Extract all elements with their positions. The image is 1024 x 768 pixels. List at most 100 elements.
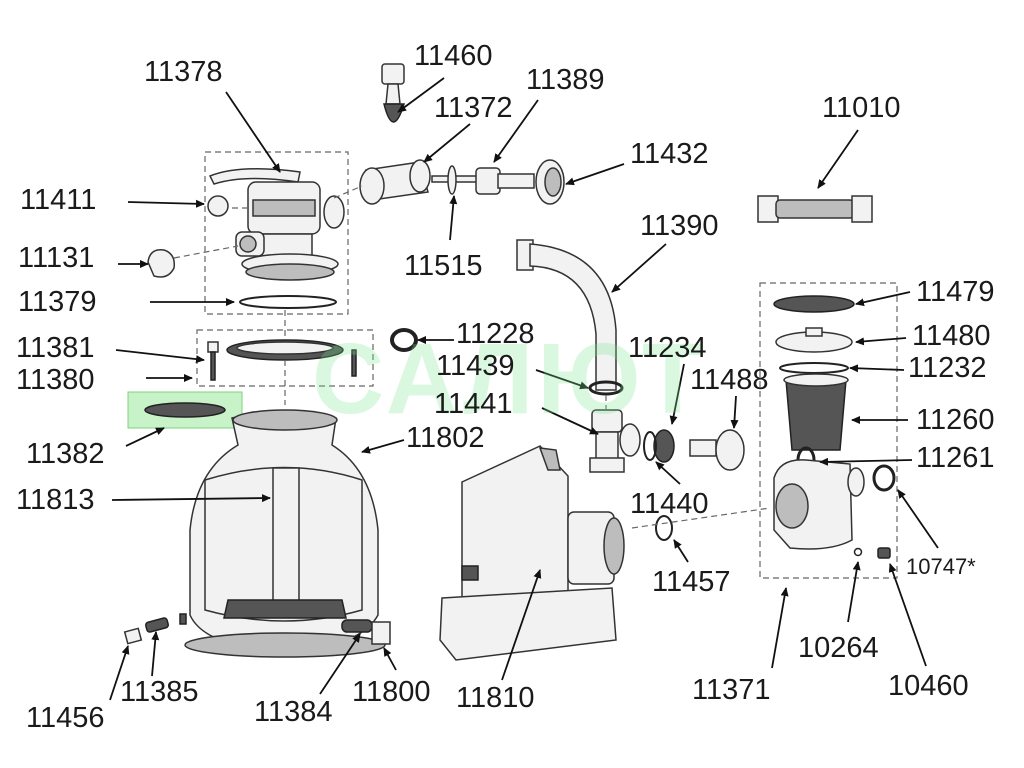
part-11384-lateral[interactable] xyxy=(341,619,373,633)
leader-11411 xyxy=(127,199,205,208)
leader-11389 xyxy=(493,99,539,163)
label-11390[interactable]: 11390 xyxy=(640,210,719,242)
part-11810-chlorinator[interactable] xyxy=(439,445,625,661)
label-10460[interactable]: 10460 xyxy=(888,670,969,702)
leader-11460 xyxy=(397,77,445,113)
part-11441-elbow[interactable] xyxy=(589,409,641,473)
connect-line-1 xyxy=(173,245,239,259)
leader-11372 xyxy=(423,123,471,163)
label-11384[interactable]: 11384 xyxy=(254,696,333,728)
label-11440[interactable]: 11440 xyxy=(630,488,709,520)
label-10264[interactable]: 10264 xyxy=(798,632,879,664)
part-11010-hose[interactable] xyxy=(757,195,873,223)
part-11411-knob[interactable] xyxy=(207,195,229,217)
leader-10460 xyxy=(888,563,927,667)
leader-11802 xyxy=(361,439,405,454)
label-11232[interactable]: 11232 xyxy=(908,352,987,384)
part-11131-cap[interactable] xyxy=(147,231,265,278)
label-11371[interactable]: 11371 xyxy=(692,674,771,706)
leader-11813 xyxy=(111,494,271,503)
valve-group-box xyxy=(204,151,349,315)
label-11131[interactable]: 11131 xyxy=(18,242,95,274)
part-11440-gasket[interactable] xyxy=(643,431,657,461)
part-11488-connector[interactable] xyxy=(689,429,745,471)
leader-11432 xyxy=(565,163,625,186)
leader-11378 xyxy=(225,91,281,173)
part-11432-nut[interactable] xyxy=(535,159,565,205)
leader-11261 xyxy=(819,457,913,466)
part-11381-clamp[interactable] xyxy=(226,339,344,361)
part-10747-oring[interactable] xyxy=(872,464,896,492)
label-11488[interactable]: 11488 xyxy=(690,364,769,396)
label-11260[interactable]: 11260 xyxy=(916,404,995,436)
part-11389-connector[interactable] xyxy=(475,167,535,195)
part-11372-tee[interactable] xyxy=(359,159,431,205)
label-11480[interactable]: 11480 xyxy=(912,320,991,352)
label-11234[interactable]: 11234 xyxy=(628,332,707,364)
label-11439[interactable]: 11439 xyxy=(436,350,515,382)
leader-11441 xyxy=(541,407,599,435)
part-11456-cap[interactable] xyxy=(123,627,143,645)
label-11379[interactable]: 11379 xyxy=(18,286,97,318)
label-11810[interactable]: 11810 xyxy=(456,682,535,714)
part-11457-oring[interactable] xyxy=(655,515,673,541)
leader-11479 xyxy=(855,291,911,307)
part-11460-fitting[interactable] xyxy=(381,63,406,123)
part-11390-hose[interactable] xyxy=(516,239,617,391)
part-11382-shape[interactable] xyxy=(144,402,226,418)
part-11371-housing[interactable] xyxy=(773,459,865,550)
label-11813[interactable]: 11813 xyxy=(16,484,95,516)
label-11411[interactable]: 11411 xyxy=(20,184,97,216)
part-11228-oring[interactable] xyxy=(390,328,418,352)
part-11800-drain[interactable] xyxy=(371,621,391,645)
leader-10264 xyxy=(847,561,861,623)
leader-11010 xyxy=(817,129,859,189)
label-11382[interactable]: 11382 xyxy=(26,438,105,470)
label-11800[interactable]: 11800 xyxy=(352,676,431,708)
part-11385-drain-plug[interactable] xyxy=(145,617,169,633)
label-11456[interactable]: 11456 xyxy=(26,702,105,734)
label-11381[interactable]: 11381 xyxy=(16,332,95,364)
part-11232-oring[interactable] xyxy=(779,362,849,374)
label-11515[interactable]: 11515 xyxy=(404,250,483,282)
leader-11800 xyxy=(383,647,397,671)
connect-line-3 xyxy=(333,185,363,199)
part-11379-oring[interactable] xyxy=(239,295,337,309)
connect-line-6 xyxy=(631,507,771,529)
label-11010[interactable]: 11010 xyxy=(822,92,901,124)
label-11261[interactable]: 11261 xyxy=(916,442,995,474)
part-11439-oring[interactable] xyxy=(588,380,624,396)
part-11480-lid[interactable] xyxy=(775,327,853,353)
part-11260-basket[interactable] xyxy=(783,373,849,451)
label-11432[interactable]: 11432 xyxy=(630,138,709,170)
leader-11371 xyxy=(771,587,789,669)
label-11457[interactable]: 11457 xyxy=(652,566,731,598)
label-11372[interactable]: 11372 xyxy=(434,92,513,124)
label-11385[interactable]: 11385 xyxy=(120,676,199,708)
label-11228[interactable]: 11228 xyxy=(456,318,535,350)
part-10264-oring[interactable] xyxy=(853,547,863,557)
part-11380-bolt[interactable] xyxy=(207,341,357,381)
leader-11480 xyxy=(855,337,907,346)
label-11479[interactable]: 11479 xyxy=(916,276,995,308)
leader-11488 xyxy=(730,395,739,429)
leader-10747 xyxy=(897,489,939,549)
label-11380[interactable]: 11380 xyxy=(16,364,95,396)
label-11441[interactable]: 11441 xyxy=(434,388,513,420)
label-11460[interactable]: 11460 xyxy=(414,40,493,72)
leader-11234 xyxy=(669,363,685,425)
pump-group-box xyxy=(759,282,898,579)
part-11802-tank[interactable] xyxy=(184,409,386,658)
label-10747[interactable]: 10747* xyxy=(906,554,976,579)
label-11378[interactable]: 11378 xyxy=(144,56,223,88)
leader-11384 xyxy=(319,633,361,695)
part-11515-rod[interactable] xyxy=(431,165,479,195)
leader-11382 xyxy=(125,427,165,447)
label-11802[interactable]: 11802 xyxy=(406,422,485,454)
part-11378-valve[interactable] xyxy=(208,168,345,281)
part-11479-ring[interactable] xyxy=(773,295,855,313)
leader-11385 xyxy=(151,631,160,677)
leader-11457 xyxy=(673,539,689,563)
label-11389[interactable]: 11389 xyxy=(526,64,605,96)
part-10460-plug[interactable] xyxy=(877,547,891,559)
